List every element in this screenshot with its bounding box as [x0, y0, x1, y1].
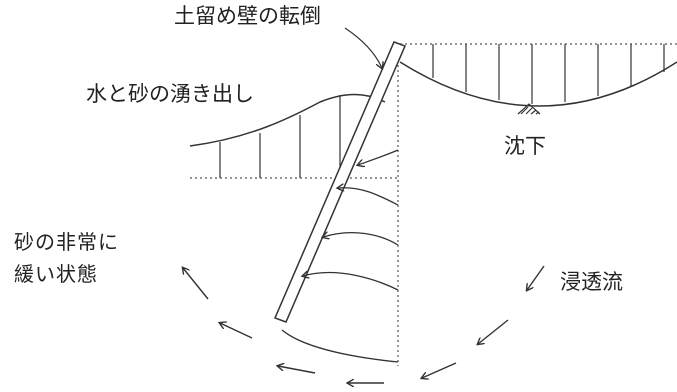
retained-ground-section — [399, 43, 677, 115]
sand-boil-hatch-lines — [219, 95, 341, 178]
wall-overturn-label: 土留め壁の転倒 — [174, 4, 321, 28]
loose-sand-label-line1: 砂の非常に — [14, 230, 119, 254]
flow-line-4 — [303, 273, 399, 291]
seepage-arrow-6 — [220, 323, 253, 339]
outer-seepage-arrows — [183, 265, 545, 383]
flow-line-1 — [358, 149, 399, 165]
overturn-leader-arrow — [344, 27, 382, 68]
seepage-flow-label: 浸透流 — [560, 270, 623, 294]
settlement-curve — [399, 61, 677, 107]
flow-line-3 — [323, 233, 399, 246]
seepage-arrow-1 — [527, 265, 545, 290]
seepage-arrow-5 — [278, 366, 316, 374]
seepage-arrow-7 — [183, 268, 209, 300]
settlement-label: 沈下 — [504, 134, 546, 158]
settlement-hatch-lines — [432, 44, 665, 104]
water-sand-boil-label: 水と砂の湧き出し — [86, 82, 254, 106]
flow-line-2 — [338, 188, 399, 206]
excavation-section — [189, 60, 399, 366]
loose-sand-label-line2: 緩い状態 — [14, 262, 98, 286]
retaining-wall — [273, 41, 407, 323]
sand-boil-mound — [189, 93, 386, 147]
seepage-arrow-3 — [422, 362, 457, 378]
settlement-marker-icon — [517, 103, 541, 115]
seepage-arrow-2 — [478, 319, 509, 344]
flow-line-5 — [281, 329, 399, 363]
seepage-flow-lines — [281, 149, 399, 363]
